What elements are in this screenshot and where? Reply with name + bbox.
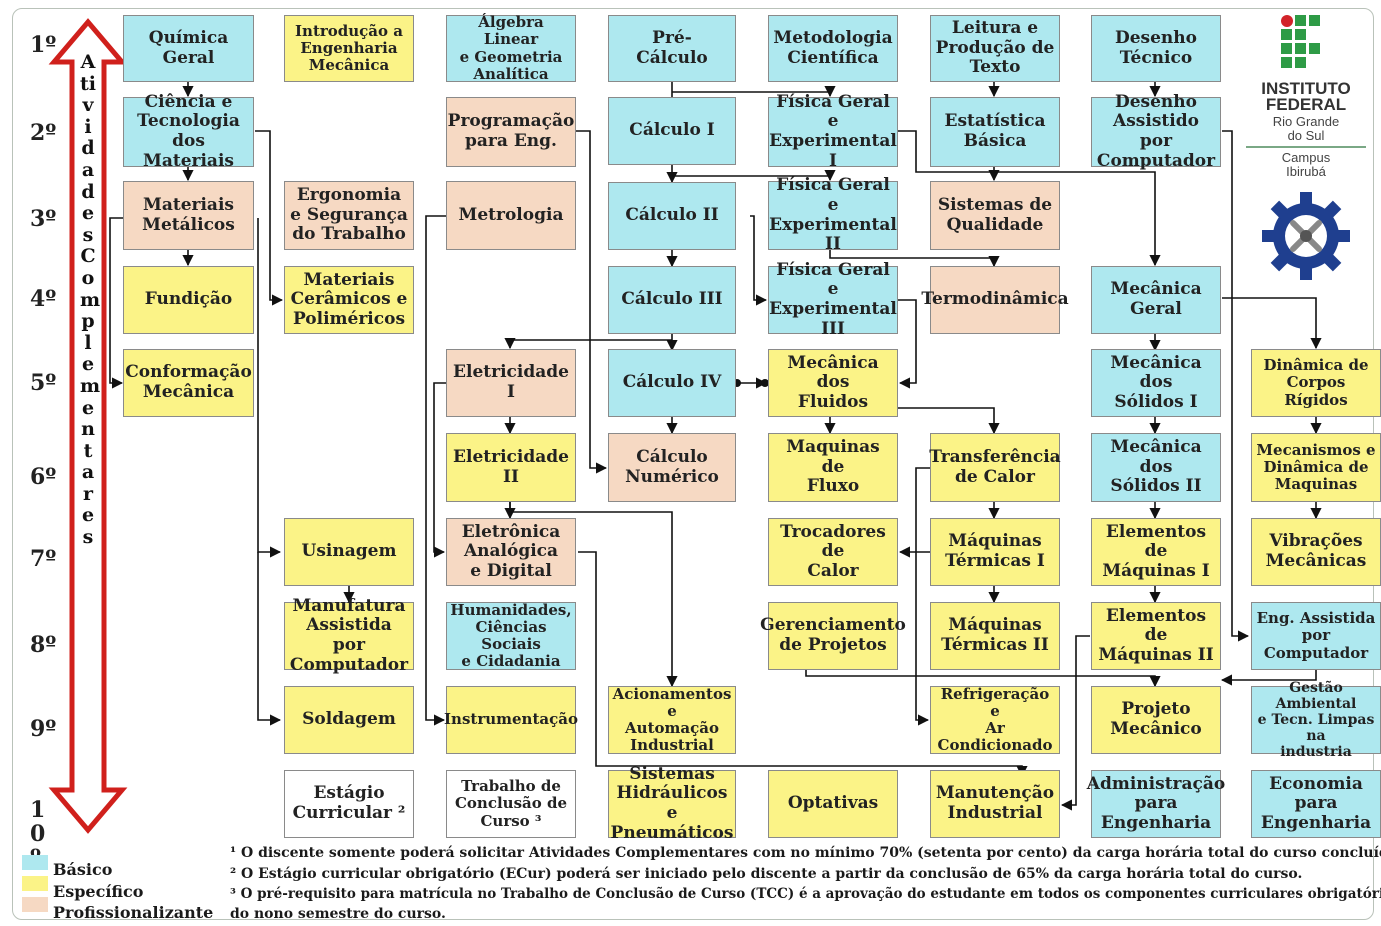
course-maquinas-termicas-2: Máquinas Térmicas II	[930, 602, 1060, 670]
course-mecanica-fluidos: Mecânica dos Fluidos	[768, 349, 898, 417]
course-refrigeracao: Refrigeração e Ar Condicionado	[930, 685, 1060, 754]
logo-text-ibiruba: Ibirubá	[1286, 164, 1326, 179]
course-fisica-1: Física Geral e Experimental I	[768, 91, 898, 171]
course-maquinas-termicas-1: Máquinas Térmicas I	[930, 518, 1060, 586]
legend-basico: Básico	[53, 860, 113, 879]
course-humanidades: Humanidades, Ciências Sociais e Cidadani…	[446, 601, 576, 670]
course-sistemas-hidraulicos: Sistemas Hidráulicos e Pneumáticos	[608, 764, 736, 842]
legend-profissionalizante: Profissionalizante	[53, 903, 214, 922]
course-vibracoes: Vibrações Mecânicas	[1251, 518, 1381, 586]
footnote-1: ¹ O discente somente poderá solicitar At…	[230, 845, 1381, 861]
semester-label-5: 5º	[30, 370, 57, 396]
course-eng-assistida: Eng. Assistida por Computador	[1251, 602, 1381, 670]
course-dinamica-corpos-rigidos: Dinâmica de Corpos Rígidos	[1251, 349, 1381, 417]
course-quimica-geral: Química Geral	[123, 15, 254, 82]
semester-label-4: 4º	[30, 286, 57, 312]
course-projeto-mecanico: Projeto Mecânico	[1091, 686, 1221, 754]
course-materiais-ceramicos: Materiais Cerâmicos e Poliméricos	[284, 266, 414, 334]
course-ergonomia: Ergonomia e Segurança do Trabalho	[284, 181, 414, 250]
course-metodologia: Metodologia Científica	[768, 15, 898, 82]
course-elementos-maquinas-1: Elementos de Máquinas I	[1091, 518, 1221, 586]
logo-divider	[1246, 146, 1366, 148]
course-pre-calculo: Pré- Cálculo	[608, 15, 736, 82]
course-introducao-engenharia: Introdução a Engenharia Mecânica	[284, 15, 414, 82]
course-calculo-3: Cálculo III	[608, 266, 736, 334]
semester-label-1: 1º	[30, 32, 57, 58]
course-calculo-4: Cálculo IV	[608, 349, 736, 417]
red-double-arrow	[48, 18, 128, 834]
course-calculo-2: Cálculo II	[608, 182, 736, 250]
course-estagio: Estágio Curricular ²	[284, 770, 414, 838]
course-optativas: Optativas	[768, 770, 898, 838]
course-leitura-producao: Leitura e Produção de Texto	[930, 15, 1060, 82]
course-desenho-tecnico: Desenho Técnico	[1091, 15, 1221, 82]
course-manufatura: Manufatura Assistida por Computador	[284, 596, 414, 674]
legend-especifico: Específico	[53, 882, 144, 901]
course-algebra-linear: Álgebra Linear e Geometria Analítica	[446, 13, 576, 82]
course-eletronica: Eletrônica Analógica e Digital	[446, 518, 576, 586]
course-mecanica-geral: Mecânica Geral	[1091, 266, 1221, 334]
course-calculo-1: Cálculo I	[608, 97, 736, 165]
course-mecanica-solidos-2: Mecânica dos Sólidos II	[1091, 433, 1221, 502]
course-metrologia: Metrologia	[446, 181, 576, 250]
semester-label-7: 7º	[30, 546, 57, 572]
course-calculo-numerico: Cálculo Numérico	[608, 433, 736, 502]
course-trocadores-calor: Trocadores de Calor	[768, 518, 898, 586]
course-fisica-2: Física Geral e Experimental II	[768, 175, 898, 255]
footnote-2: ² O Estágio curricular obrigatório (ECur…	[230, 866, 1303, 882]
course-eletricidade-1: Eletricidade I	[446, 349, 576, 417]
semester-label-2: 2º	[30, 120, 57, 146]
logo-text-campus: Campus	[1281, 150, 1331, 165]
semester-label-8: 8º	[30, 632, 57, 658]
legend-swatch-basico	[22, 855, 48, 870]
gear-icon	[1262, 192, 1350, 280]
legend-swatch-especifico	[22, 876, 48, 891]
course-elementos-maquinas-2: Elementos de Máquinas II	[1091, 602, 1221, 670]
course-eletricidade-2: Eletricidade II	[446, 433, 576, 502]
logo-red-dot	[1281, 15, 1293, 27]
course-maquinas-fluxo: Maquinas de Fluxo	[768, 433, 898, 502]
course-fundicao: Fundição	[123, 266, 254, 334]
semester-label-3: 3º	[30, 206, 57, 232]
logo-text-do-sul: do Sul	[1287, 128, 1325, 143]
footnote-3-cont: do nono semestre do curso.	[230, 906, 446, 922]
course-ciencia-materiais: Ciência e Tecnologia dos Materiais	[123, 92, 254, 170]
atividades-complementares-label: Atividades Complementares	[80, 51, 101, 549]
course-transferencia-calor: Transferência de Calor	[929, 433, 1061, 502]
logo-text-federal: FEDERAL	[1265, 95, 1347, 114]
semester-label-6: 6º	[30, 464, 57, 490]
course-conformacao: Conformação Mecânica	[123, 349, 254, 417]
course-tcc: Trabalho de Conclusão de Curso ³	[446, 770, 576, 838]
course-soldagem: Soldagem	[284, 686, 414, 754]
course-economia: Economia para Engenharia	[1251, 770, 1381, 838]
course-termodinamica: Termodinâmica	[921, 266, 1069, 334]
course-fisica-3: Física Geral e Experimental III	[768, 259, 898, 339]
course-manutencao-industrial: Manutenção Industrial	[930, 770, 1060, 838]
course-desenho-assistido: Desenho Assistido por Computador	[1091, 92, 1221, 170]
course-instrumentacao: Instrumentação	[444, 686, 578, 754]
logo-text-rio-grande: Rio Grande	[1272, 114, 1340, 129]
semester-label-9: 9º	[30, 716, 57, 742]
course-estatistica: Estatística Básica	[930, 97, 1060, 167]
footnote-3: ³ O pré-requisito para matrícula no Trab…	[230, 886, 1381, 902]
logo-text-instituto: INSTITUTO	[1261, 79, 1351, 98]
course-mecanica-solidos-1: Mecânica dos Sólidos I	[1091, 349, 1221, 417]
course-gestao-ambiental: Gestão Ambiental e Tecn. Limpas na indus…	[1251, 680, 1381, 760]
course-materiais-metalicos: Materiais Metálicos	[123, 181, 254, 250]
if-logo: INSTITUTO FEDERAL Rio Grande do Sul Camp…	[1246, 12, 1366, 282]
course-sistemas-qualidade: Sistemas de Qualidade	[930, 181, 1060, 250]
course-gerenciamento-projetos: Gerenciamento de Projetos	[760, 602, 906, 670]
course-usinagem: Usinagem	[284, 518, 414, 586]
course-programacao: Programação para Eng.	[446, 97, 576, 167]
legend-swatch-profissionalizante	[22, 897, 48, 912]
course-administracao: Administração para Engenharia	[1087, 770, 1225, 838]
course-acionamentos: Acionamentos e Automação Industrial	[608, 685, 736, 754]
course-mecanismos: Mecanismos e Dinâmica de Maquinas	[1251, 433, 1381, 502]
